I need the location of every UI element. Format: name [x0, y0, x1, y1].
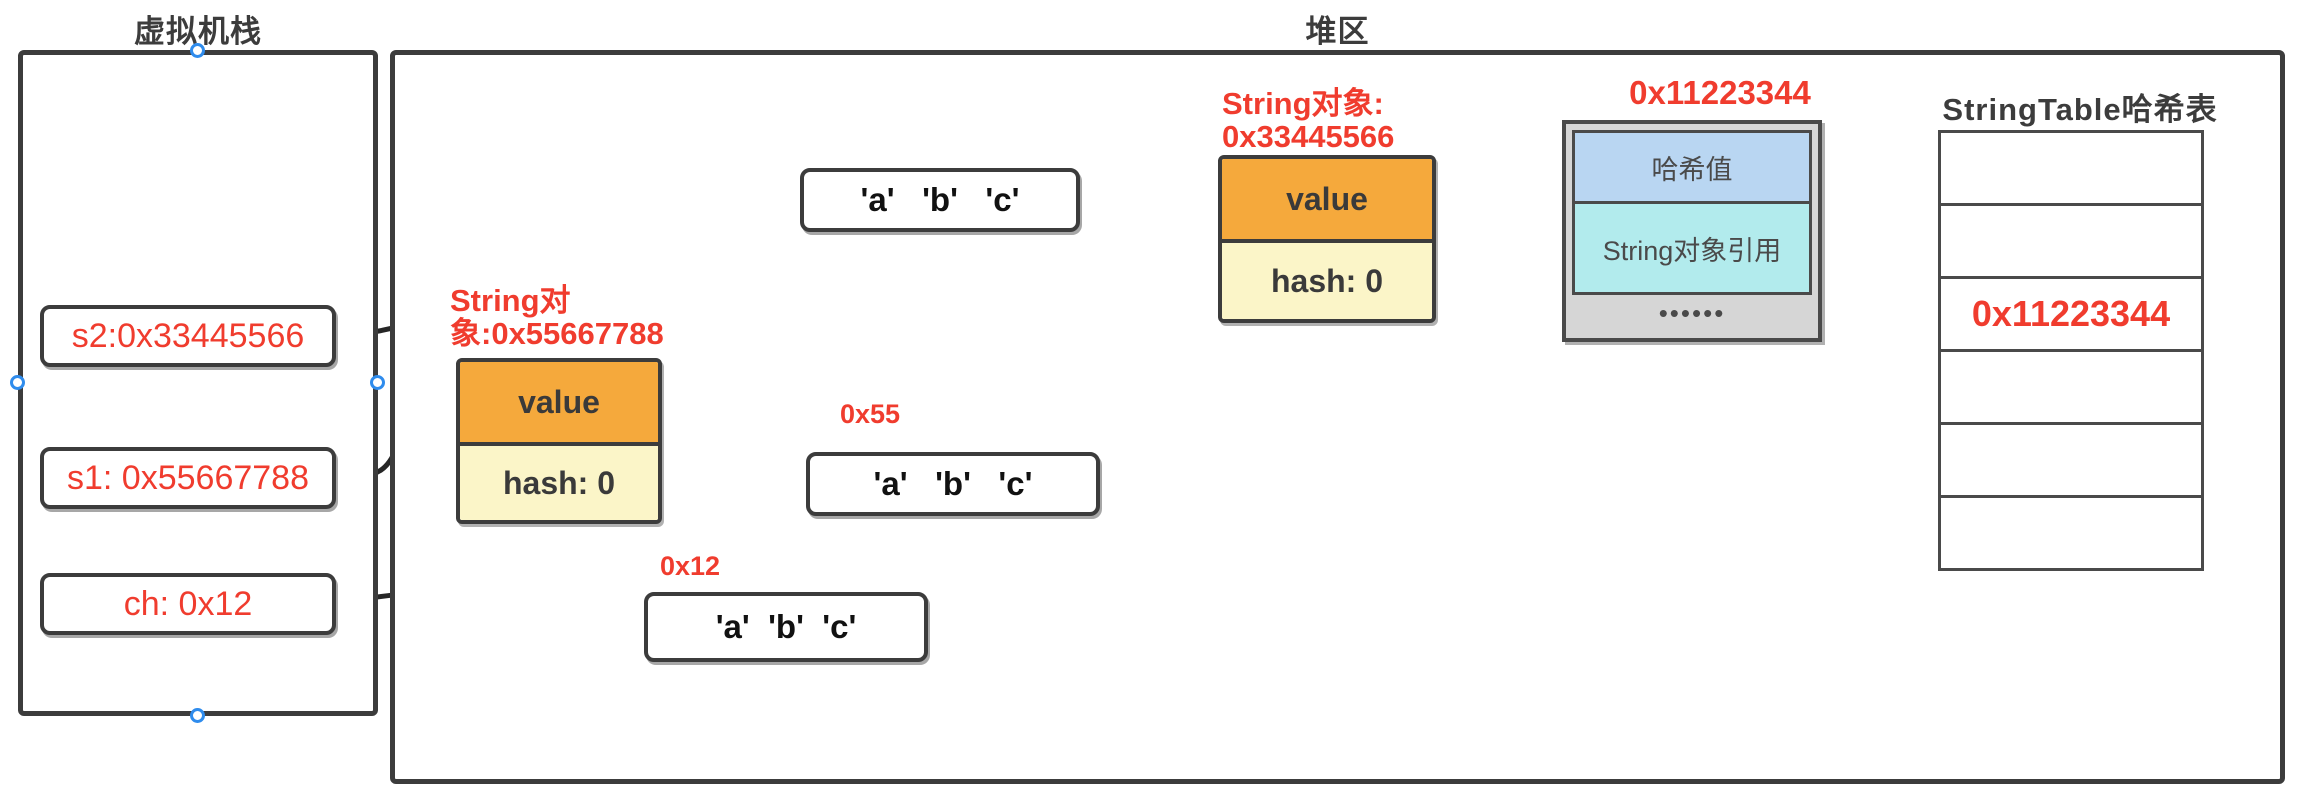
string-object-33445566[interactable]: value hash: 0 — [1218, 155, 1436, 323]
string-table-slot-1[interactable] — [1938, 203, 2204, 279]
string-object-33445566-caption: String对象: 0x33445566 — [1222, 86, 1395, 154]
string-object-33445566-value-cell[interactable]: value — [1222, 159, 1432, 239]
string-table-entry-address: 0x11223344 — [1629, 74, 1811, 111]
heap-region-title: 堆区 — [1305, 14, 1370, 49]
char-array-0x12[interactable]: 'a' 'b' 'c' — [644, 592, 928, 662]
stack-anchor-right[interactable] — [370, 375, 385, 390]
stack-anchor-top[interactable] — [190, 43, 205, 58]
string-table-slot-2[interactable]: 0x11223344 — [1938, 276, 2204, 352]
string-object-55667788-divider — [460, 442, 658, 446]
s1-variable[interactable]: s1: 0x55667788 — [40, 447, 336, 509]
string-object-33445566-hash-cell[interactable]: hash: 0 — [1222, 243, 1432, 319]
string-table-entry-hash-cell[interactable]: 哈希值 — [1572, 130, 1812, 204]
ch-variable[interactable]: ch: 0x12 — [40, 573, 336, 635]
string-table-title: StringTable哈希表 — [1942, 92, 2218, 127]
string-object-55667788-value-cell[interactable]: value — [460, 362, 658, 442]
string-table-slot-3[interactable] — [1938, 349, 2204, 425]
char-array-top[interactable]: 'a' 'b' 'c' — [800, 168, 1080, 232]
string-table-slots: 0x11223344 — [1938, 130, 2204, 571]
char-array-0x55[interactable]: 'a' 'b' 'c' — [806, 452, 1100, 516]
string-table-entry-ref-cell[interactable]: String对象引用 — [1572, 201, 1812, 295]
string-table-slot-0[interactable] — [1938, 130, 2204, 206]
string-table-slot-4[interactable] — [1938, 422, 2204, 498]
stack-anchor-bottom[interactable] — [190, 708, 205, 723]
stack-anchor-left[interactable] — [10, 375, 25, 390]
string-object-33445566-divider — [1222, 239, 1432, 243]
string-table-entry-more-cell: •••••• — [1572, 295, 1812, 332]
string-object-55667788-caption: String对 象:0x55667788 — [450, 283, 664, 351]
char-array-0x55-address: 0x55 — [840, 399, 901, 429]
string-object-55667788[interactable]: value hash: 0 — [456, 358, 662, 524]
string-table-entry[interactable]: 哈希值 String对象引用 •••••• — [1562, 120, 1822, 342]
string-table-slot-5[interactable] — [1938, 495, 2204, 571]
s2-variable[interactable]: s2:0x33445566 — [40, 305, 336, 367]
char-array-0x12-address: 0x12 — [660, 551, 721, 581]
string-object-55667788-hash-cell[interactable]: hash: 0 — [460, 446, 658, 520]
